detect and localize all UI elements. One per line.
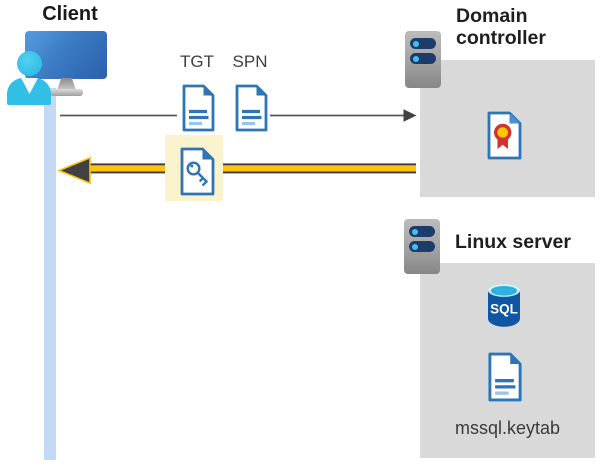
user-collar: [21, 78, 38, 94]
linux-server-title: Linux server: [455, 231, 571, 253]
server-led-icon: [412, 243, 418, 250]
tgt-ticket-label: TGT: [180, 52, 214, 71]
server-slot: [409, 241, 435, 252]
spn-ticket-document-icon: [235, 84, 268, 132]
domain-controller-title: Domain controller: [456, 5, 546, 49]
certificate-icon: [487, 111, 522, 160]
monitor-stand-base: [50, 89, 83, 96]
keytab-file-icon: [488, 352, 522, 402]
sql-label: SQL: [490, 302, 518, 317]
user-icon: [17, 51, 42, 76]
client-title: Client: [42, 3, 98, 25]
sql-database-icon: SQL: [488, 284, 520, 327]
keytab-file-label: mssql.keytab: [454, 418, 561, 438]
server-slot: [410, 38, 436, 49]
server-led-icon: [412, 228, 418, 235]
response-arrow: [56, 156, 416, 185]
linux-server-icon: [404, 219, 440, 274]
domain-controller-server-icon: [405, 31, 441, 88]
monitor-stand: [57, 78, 76, 90]
server-slot: [409, 226, 435, 237]
server-slot: [410, 53, 436, 64]
spn-ticket-label: SPN: [232, 52, 268, 71]
server-led-icon: [413, 40, 419, 47]
key-ticket-document-icon: [180, 147, 215, 196]
server-led-icon: [413, 55, 419, 62]
client-lifeline: [44, 88, 56, 460]
key-icon: [186, 161, 208, 186]
user-body-icon: [7, 78, 51, 105]
tgt-ticket-document-icon: [182, 84, 215, 132]
